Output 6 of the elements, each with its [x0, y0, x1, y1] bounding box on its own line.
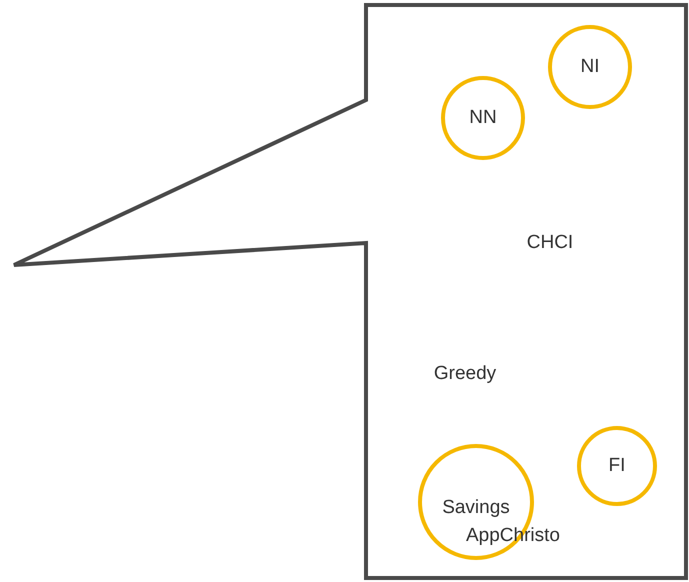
method-label: CHCI — [526, 232, 574, 254]
node-label: Savings — [441, 497, 511, 519]
node-label: NN — [468, 107, 498, 129]
method-label: Greedy — [434, 363, 496, 385]
node-label: NI — [580, 56, 600, 78]
node-label: FI — [608, 455, 626, 477]
